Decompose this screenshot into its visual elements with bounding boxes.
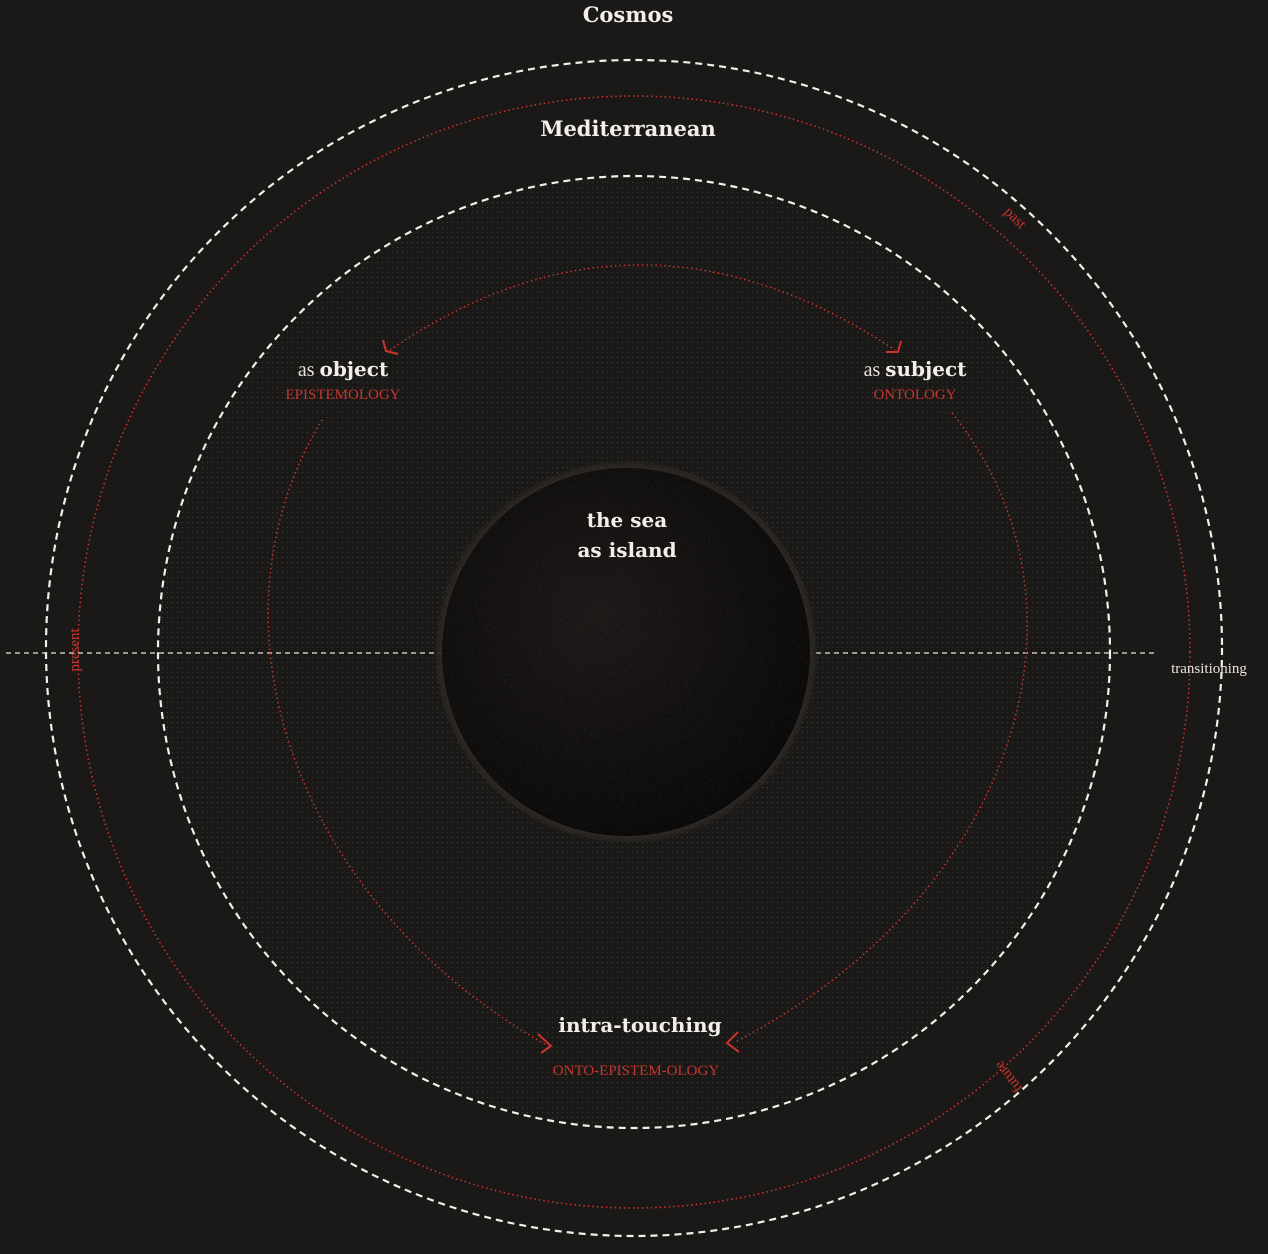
cosmos-label: Cosmos (583, 2, 674, 27)
island (436, 462, 816, 842)
present-label: present (67, 628, 83, 672)
object-prefix: as (298, 359, 320, 381)
arrow-to-subject (886, 340, 902, 353)
mediterranean-label: Mediterranean (540, 116, 716, 141)
ontology-label: ONTOLOGY (873, 387, 956, 403)
subject-word: subject (885, 357, 967, 381)
arrow-right-bottom (725, 1031, 740, 1053)
subject-label: as subject (864, 357, 968, 381)
onto-epistem-ology-label: ONTO-EPISTEM-OLOGY (553, 1063, 720, 1079)
mediterranean-ring (156, 174, 1112, 1130)
future-label: future (991, 1057, 1026, 1095)
arrow-to-object (382, 339, 399, 355)
left-arc (267, 419, 549, 1047)
subject-prefix: as (864, 359, 886, 381)
right-arc (734, 412, 1028, 1043)
cosmos-ring (44, 58, 1224, 1238)
object-word: object (319, 357, 388, 381)
object-label: as object (298, 357, 389, 381)
time-ring (77, 95, 1191, 1209)
arrow-left-bottom (537, 1033, 553, 1054)
center-line-1: the sea (587, 508, 667, 532)
intra-touching-label: intra-touching (558, 1013, 721, 1037)
transitioning-label: transitioning (1171, 661, 1247, 677)
epistemology-label: EPISTEMOLOGY (286, 387, 401, 403)
center-line-2: as island (577, 538, 676, 562)
